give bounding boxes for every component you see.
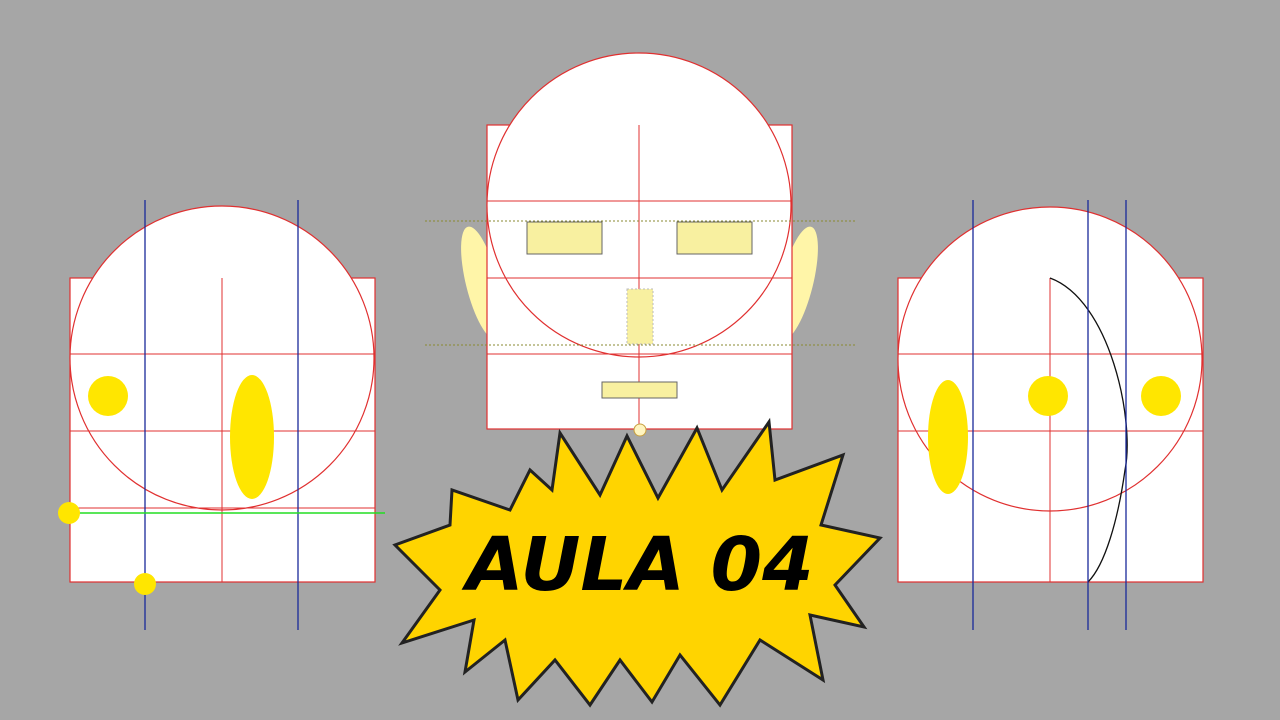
- right-profile-head: [897, 200, 1204, 630]
- left-chin-marker: [58, 502, 80, 524]
- right-eye-marker: [1028, 376, 1068, 416]
- left-eye-marker: [88, 376, 128, 416]
- left-eye-block: [526, 221, 603, 255]
- right-eye-block: [676, 221, 753, 255]
- title-badge: AULA 04: [392, 417, 883, 708]
- left-neck-marker: [134, 573, 156, 595]
- left-ear-shape: [230, 375, 274, 499]
- left-profile-head: [58, 200, 385, 630]
- badge-title: AULA 04: [461, 522, 813, 608]
- right-far-eye-marker: [1141, 376, 1181, 416]
- center-front-head: [425, 52, 855, 437]
- right-ear-shape: [928, 380, 968, 494]
- chin-point: [633, 423, 647, 437]
- nose-block: [626, 288, 654, 345]
- starburst-shape: [392, 417, 883, 708]
- mouth-block: [601, 381, 678, 399]
